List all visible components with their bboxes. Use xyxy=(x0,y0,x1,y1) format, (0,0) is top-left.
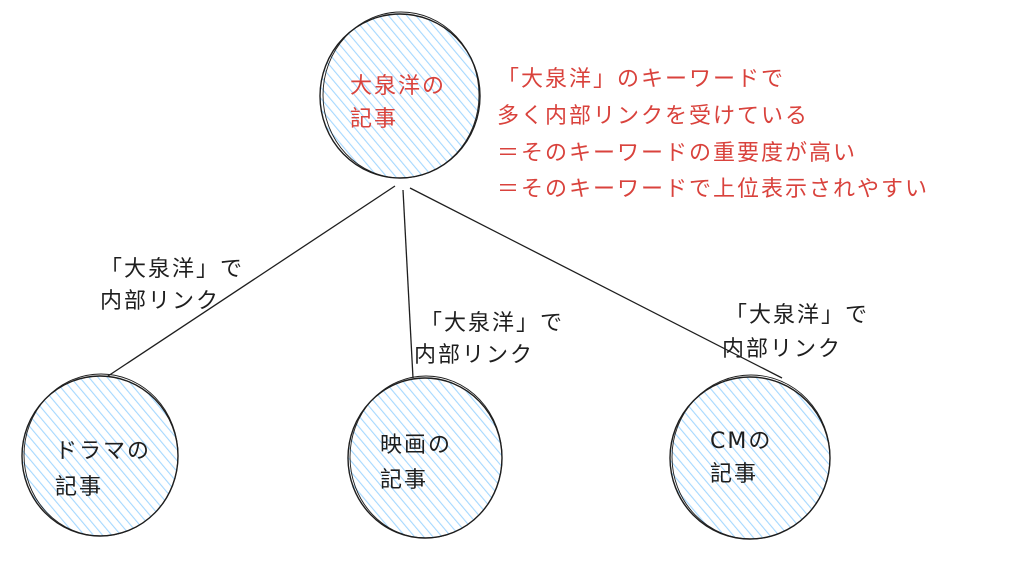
node-label-line2: 記事 xyxy=(710,462,758,487)
note-line: ＝そのキーワードの重要度が高い xyxy=(497,141,857,166)
edge-label-cm: 「大泉洋」で 内部リンク xyxy=(722,303,869,362)
note-line: 多く内部リンクを受けている xyxy=(497,104,809,129)
node-cm-article: CMの 記事 xyxy=(669,374,831,540)
node-drama-article: ドラマの 記事 xyxy=(21,373,179,537)
node-label-line1: CMの xyxy=(710,429,772,454)
edge-label-line2: 内部リンク xyxy=(722,337,842,362)
node-label-line1: 大泉洋の xyxy=(350,74,446,99)
explanation-note: 「大泉洋」のキーワードで 多く内部リンクを受けている ＝そのキーワードの重要度が… xyxy=(497,67,929,202)
edge-label-line1: 「大泉洋」で xyxy=(100,257,244,282)
node-oizumi-article: 大泉洋の 記事 xyxy=(319,11,481,179)
edge-label-movie: 「大泉洋」で 内部リンク xyxy=(414,311,564,368)
node-label-line1: 映画の xyxy=(380,433,452,458)
node-label-line2: 記事 xyxy=(350,107,398,132)
node-label-line1: ドラマの xyxy=(55,439,151,464)
edge-label-line2: 内部リンク xyxy=(414,343,534,368)
edge-line-cm xyxy=(409,187,783,379)
note-line: ＝そのキーワードで上位表示されやすい xyxy=(497,177,929,202)
node-label-line2: 記事 xyxy=(380,468,428,493)
edge-line-drama xyxy=(104,185,396,379)
edge-line-movie xyxy=(402,189,414,379)
edge-label-drama: 「大泉洋」で 内部リンク xyxy=(100,257,244,314)
edge-label-line1: 「大泉洋」で xyxy=(725,303,869,328)
edge-label-line2: 内部リンク xyxy=(100,289,220,314)
node-label-line2: 記事 xyxy=(55,475,103,500)
node-movie-article: 映画の 記事 xyxy=(347,375,503,539)
edge-label-line1: 「大泉洋」で xyxy=(420,311,564,336)
note-line: 「大泉洋」のキーワードで xyxy=(497,67,785,92)
